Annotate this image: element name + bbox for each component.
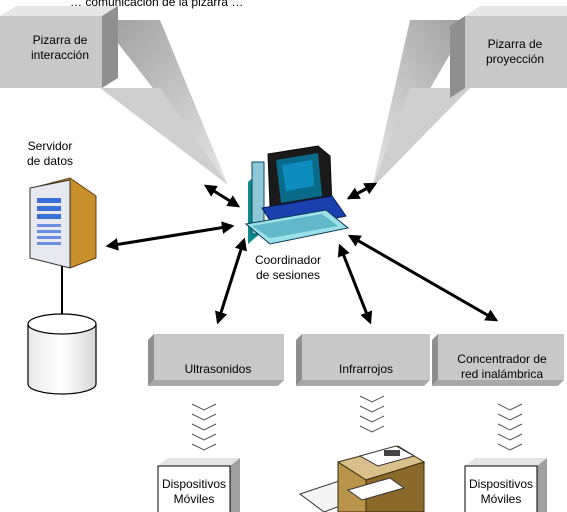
server-label-2: de datos	[27, 154, 73, 168]
coordinator-label-1: Coordinador	[255, 253, 321, 267]
projection-board: Pizarra de proyección	[372, 6, 567, 188]
projection-board-shade	[465, 6, 567, 16]
devices-left-label-2: Móviles	[174, 492, 215, 506]
infrared-box: Infrarrojos	[296, 334, 430, 386]
arrow-coordinator-wireless	[347, 234, 499, 322]
infrared-label: Infrarrojos	[339, 362, 393, 376]
arrow-server-coordinator	[105, 221, 235, 251]
arrow-coordinator-infrared	[337, 243, 373, 325]
data-server: Servidor de datos	[27, 139, 97, 395]
arrow-coordinator-ultrasound	[215, 237, 247, 325]
devices-right-label-1: Dispositivos	[469, 477, 533, 491]
wireless-label-2: red inalámbrica	[461, 367, 543, 381]
coordinator-label-2: de sesiones	[256, 268, 320, 282]
arrow-interaction-coordinator	[203, 184, 241, 208]
wireless-label-1: Concentrador de	[457, 352, 547, 366]
devices-right-label-2: Móviles	[481, 492, 522, 506]
connection-arrows	[105, 182, 499, 325]
ultrasound-waves	[191, 403, 217, 451]
interaction-board-shade	[0, 6, 118, 16]
projection-board-label-1: Pizarra de	[488, 37, 543, 51]
projection-board-face	[465, 16, 567, 88]
wave-chevron-icon	[191, 395, 523, 451]
interaction-board-label-1: Pizarra de	[33, 33, 88, 47]
header-fragment: … comunicación de la pizarra …	[70, 0, 243, 9]
server-label-1: Servidor	[28, 139, 73, 153]
printer-icon	[298, 445, 426, 512]
infrared-waves	[359, 395, 385, 433]
interaction-board-face	[0, 16, 102, 88]
mobile-devices-left: Dispositivos Móviles	[157, 458, 240, 512]
interaction-board-side	[102, 6, 118, 88]
server-tower-icon	[29, 177, 97, 269]
mobile-devices-right: Dispositivos Móviles	[464, 458, 547, 512]
projection-board-side	[450, 16, 465, 98]
computer-icon	[244, 145, 350, 245]
database-cylinder-icon	[27, 313, 97, 395]
projection-board-label-2: proyección	[486, 52, 544, 66]
interaction-beam-side	[100, 88, 228, 185]
ultrasound-box: Ultrasonidos	[148, 334, 284, 386]
devices-left-label-1: Dispositivos	[162, 477, 226, 491]
arrow-projection-coordinator	[346, 182, 378, 200]
interaction-board: Pizarra de interacción	[0, 6, 228, 185]
interaction-board-label-2: interacción	[31, 48, 89, 62]
wireless-waves	[497, 403, 523, 451]
ultrasound-label: Ultrasonidos	[185, 362, 252, 376]
projection-beam-side	[372, 88, 470, 188]
wireless-hub-box: Concentrador de red inalámbrica	[432, 334, 564, 386]
